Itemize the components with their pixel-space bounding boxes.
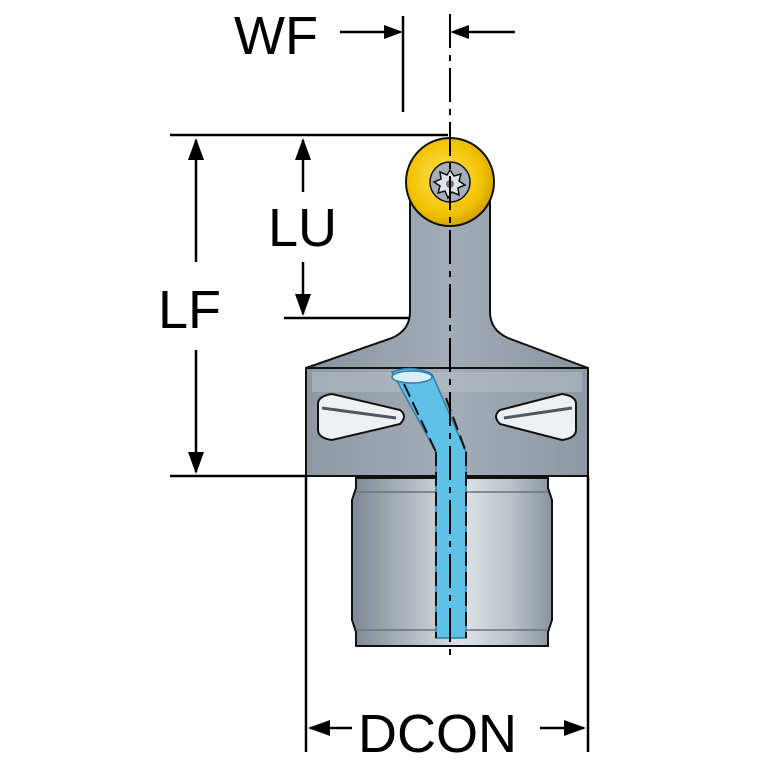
dimension-label-lf: LF	[158, 280, 221, 340]
dimension-lu	[295, 138, 311, 316]
dimension-label-wf: WF	[234, 6, 318, 66]
dimension-wf	[340, 16, 515, 112]
dimension-label-lu: LU	[268, 198, 337, 258]
dimension-dcon	[304, 476, 590, 752]
tool-head	[305, 335, 589, 477]
clamp-slot-right	[495, 392, 577, 442]
clamp-slot-left	[317, 392, 405, 442]
tool-neck	[305, 167, 589, 369]
dimension-label-dcon: DCON	[358, 704, 517, 764]
dimension-lf	[188, 138, 204, 474]
